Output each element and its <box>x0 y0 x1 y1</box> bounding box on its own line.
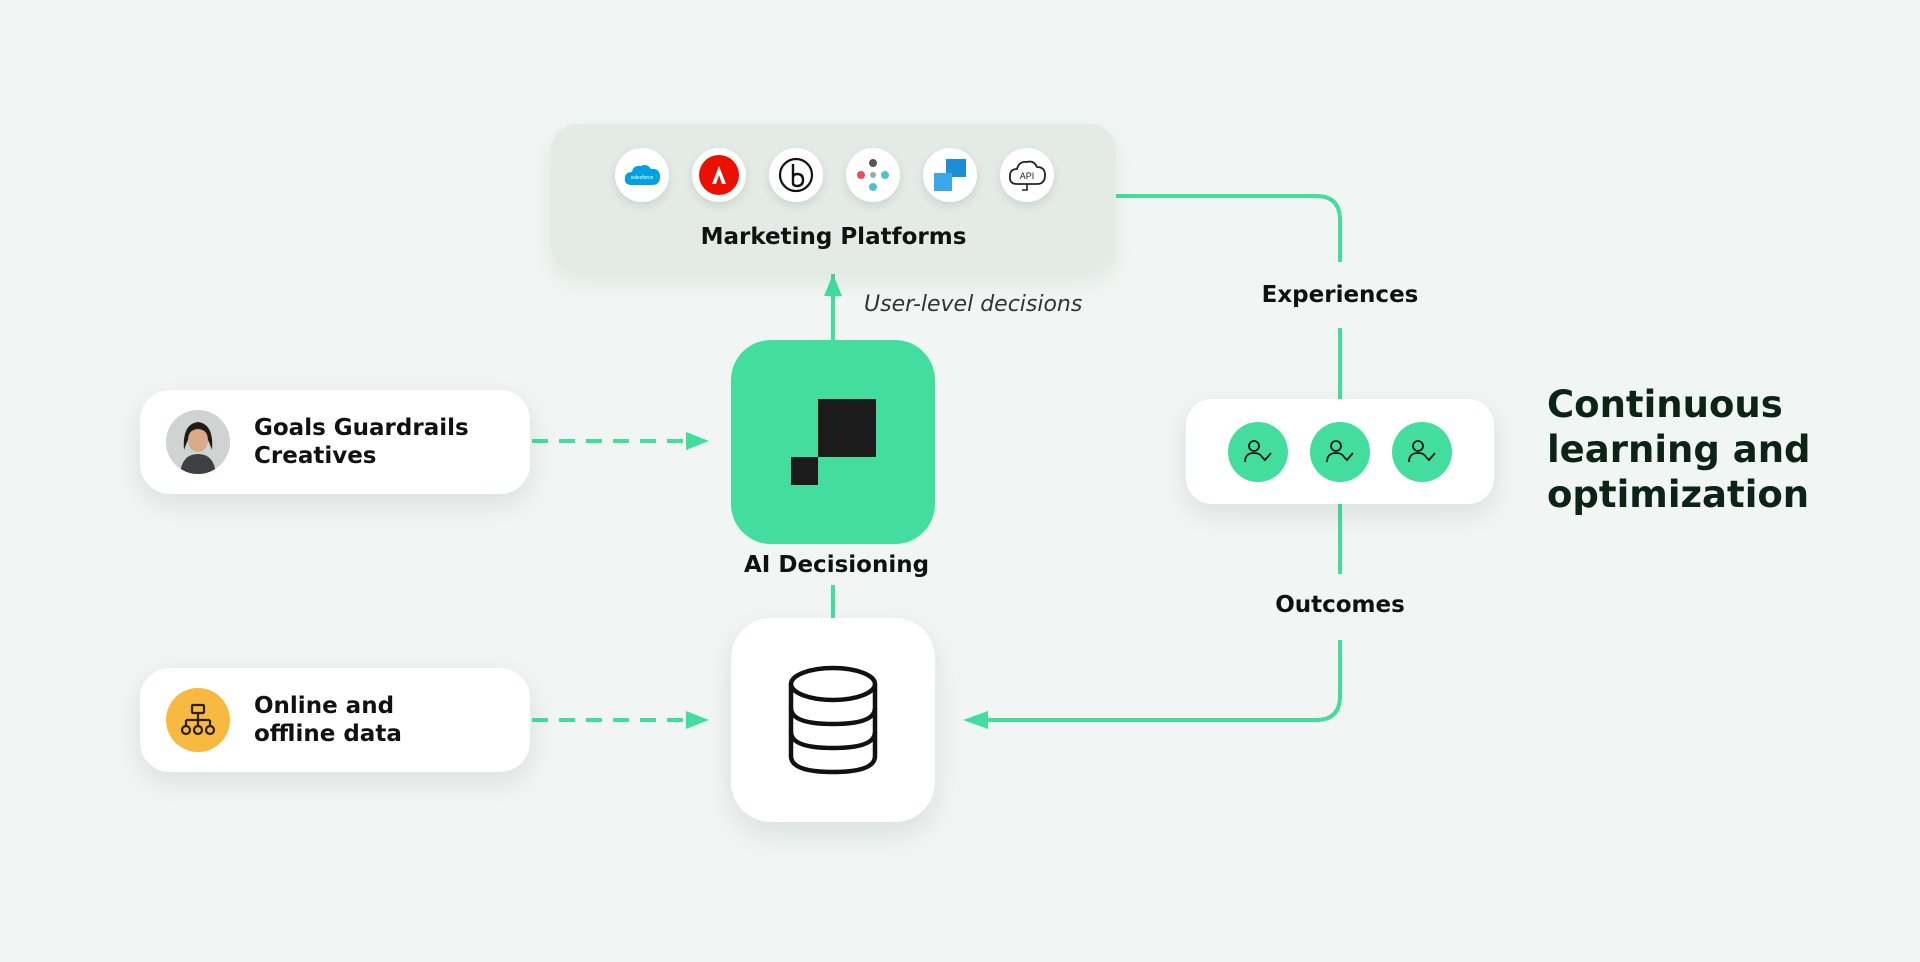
goals-arrowhead <box>686 432 709 450</box>
user-check-icon <box>1310 421 1370 482</box>
loop-title-line1: Continuous <box>1547 383 1783 426</box>
experiences-label: Experiences <box>1261 282 1419 308</box>
segment-icon <box>846 148 900 202</box>
goals-text-line1: Goals Guardrails <box>254 415 469 441</box>
experiences-line <box>1116 194 1342 262</box>
users-card <box>1186 399 1494 504</box>
database-icon <box>788 665 878 775</box>
outcomes-arrowhead <box>963 711 988 729</box>
ai-decisioning-label: AI Decisioning <box>744 552 930 578</box>
svg-text:salesforce: salesforce <box>631 175 654 181</box>
data-text: Online and offline data <box>254 692 402 748</box>
svg-text:API: API <box>1020 171 1035 181</box>
sitemap-icon <box>166 688 230 752</box>
user-check-icon <box>1228 421 1288 482</box>
data-text-line1: Online and <box>254 693 395 719</box>
data-arrowhead <box>686 711 709 729</box>
decision-arrowhead <box>824 274 842 296</box>
data-text-line2: offline data <box>254 721 402 747</box>
goals-card: Goals Guardrails Creatives <box>140 390 530 494</box>
platform-logos: salesforce <box>615 148 1054 202</box>
marketing-platforms-title: Marketing Platforms <box>700 224 967 250</box>
api-cloud-icon: API <box>1000 148 1054 202</box>
braze-icon <box>769 148 823 202</box>
ai-decisioning-box <box>731 340 935 544</box>
continuous-learning-title: Continuous learning and optimization <box>1547 382 1877 517</box>
adobe-icon <box>692 148 746 202</box>
goals-text-line2: Creatives <box>254 443 377 469</box>
outcomes-line <box>986 640 1342 722</box>
salesforce-icon: salesforce <box>615 148 669 202</box>
data-card: Online and offline data <box>140 668 530 772</box>
platform-blocks-icon <box>923 148 977 202</box>
user-check-icon <box>1392 421 1452 482</box>
database-box <box>731 618 935 822</box>
avatar <box>166 410 230 474</box>
loop-title-line3: optimization <box>1547 473 1810 516</box>
loop-title-line2: learning and <box>1547 428 1811 471</box>
user-level-decisions-label: User-level decisions <box>864 292 1083 317</box>
goals-text: Goals Guardrails Creatives <box>254 414 469 470</box>
outcomes-label: Outcomes <box>1275 592 1405 618</box>
ai-logo-icon <box>791 399 876 485</box>
marketing-platforms-panel: salesforce <box>551 124 1116 272</box>
